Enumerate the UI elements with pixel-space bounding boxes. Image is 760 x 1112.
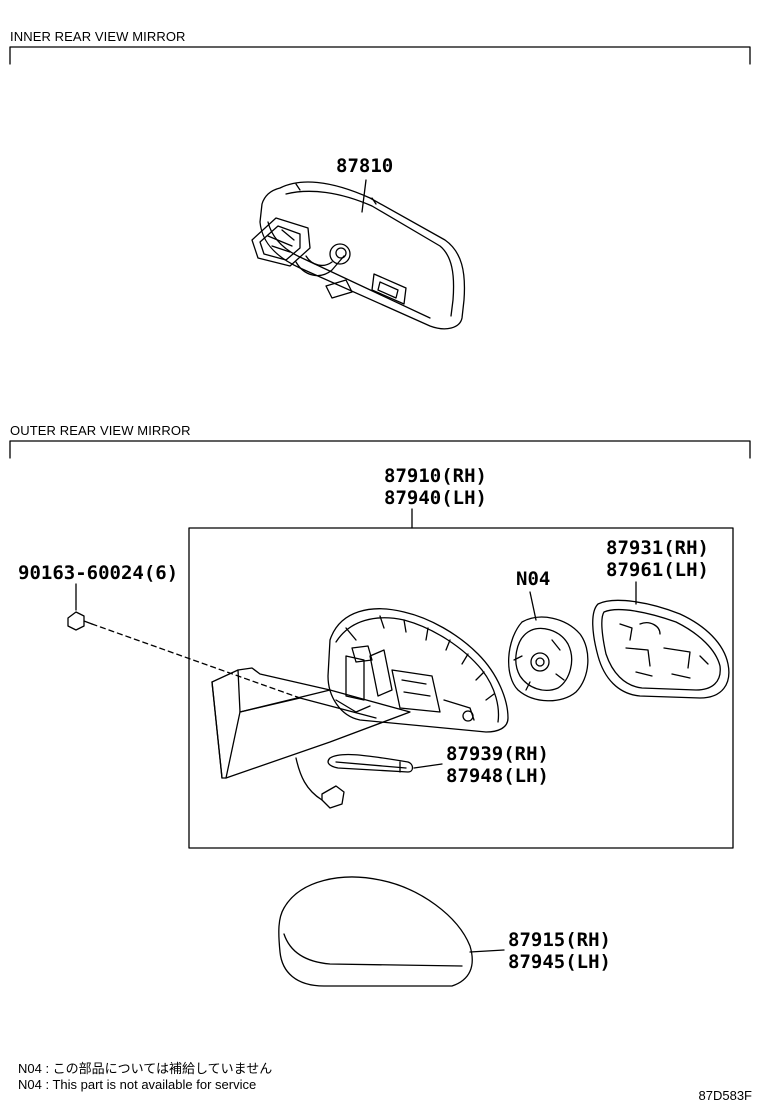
motor-leader (529, 591, 537, 621)
note-english: N04 : This part is not available for ser… (18, 1077, 257, 1092)
cover-leader (469, 949, 505, 953)
inner-section-bracket (9, 46, 751, 65)
outer-section-bracket (9, 440, 751, 459)
diagram-code: 87D583F (698, 1088, 752, 1103)
inner-mirror-leader (361, 179, 367, 213)
mirror-glass-drawing (592, 599, 730, 699)
screw-drawing (67, 611, 93, 631)
inner-section-title: INNER REAR VIEW MIRROR (10, 29, 186, 44)
outer-mirror-housing-drawing (211, 608, 509, 809)
outer-assembly-frame (188, 527, 734, 849)
screw-part-number: 90163-60024(6) (18, 562, 179, 584)
mirror-glass-part-number-rh: 87931(RH) (606, 537, 709, 559)
side-turn-lamp-part-number-rh: 87939(RH) (446, 743, 549, 765)
screw-dashed-line (91, 623, 301, 699)
motor-part-number: N04 (516, 568, 551, 590)
outer-section-title: OUTER REAR VIEW MIRROR (10, 423, 191, 438)
cover-part-number-lh: 87945(LH) (508, 951, 611, 973)
side-turn-lamp-drawing (327, 753, 414, 773)
outer-mirror-part-number-rh: 87910(RH) (384, 465, 487, 487)
motor-drawing (507, 616, 589, 702)
mirror-glass-part-number-lh: 87961(LH) (606, 559, 709, 581)
side-turn-lamp-leader (413, 763, 443, 769)
cover-drawing (278, 876, 473, 987)
note-japanese: N04 : この部品については補給していません (18, 1061, 273, 1076)
inner-mirror-drawing (251, 181, 466, 330)
outer-mirror-part-number-lh: 87940(LH) (384, 487, 487, 509)
side-turn-lamp-part-number-lh: 87948(LH) (446, 765, 549, 787)
cover-part-number-rh: 87915(RH) (508, 929, 611, 951)
inner-mirror-part-number: 87810 (336, 155, 394, 177)
